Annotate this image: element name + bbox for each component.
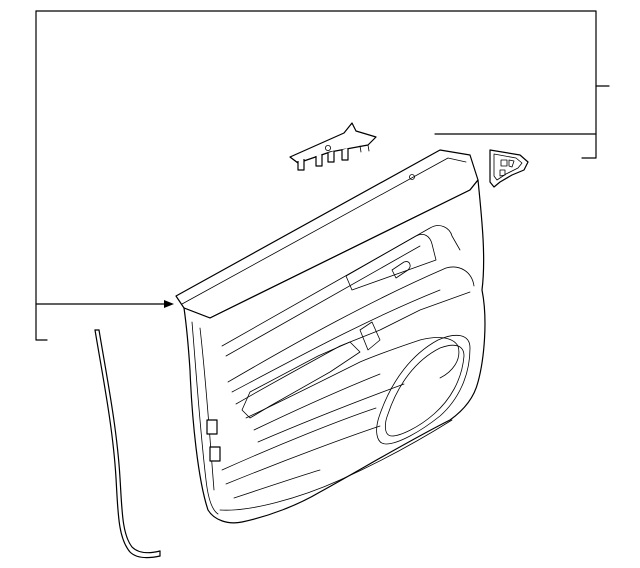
switch-pad [209, 446, 221, 462]
switch-pad [206, 419, 218, 435]
corner-bracket [489, 149, 529, 188]
arrowhead-icon [164, 300, 174, 308]
upper-trim-cover [289, 122, 377, 171]
leader-lines [35, 10, 610, 341]
weatherstrip-seal [94, 329, 161, 559]
door-trim-panel [175, 149, 486, 524]
